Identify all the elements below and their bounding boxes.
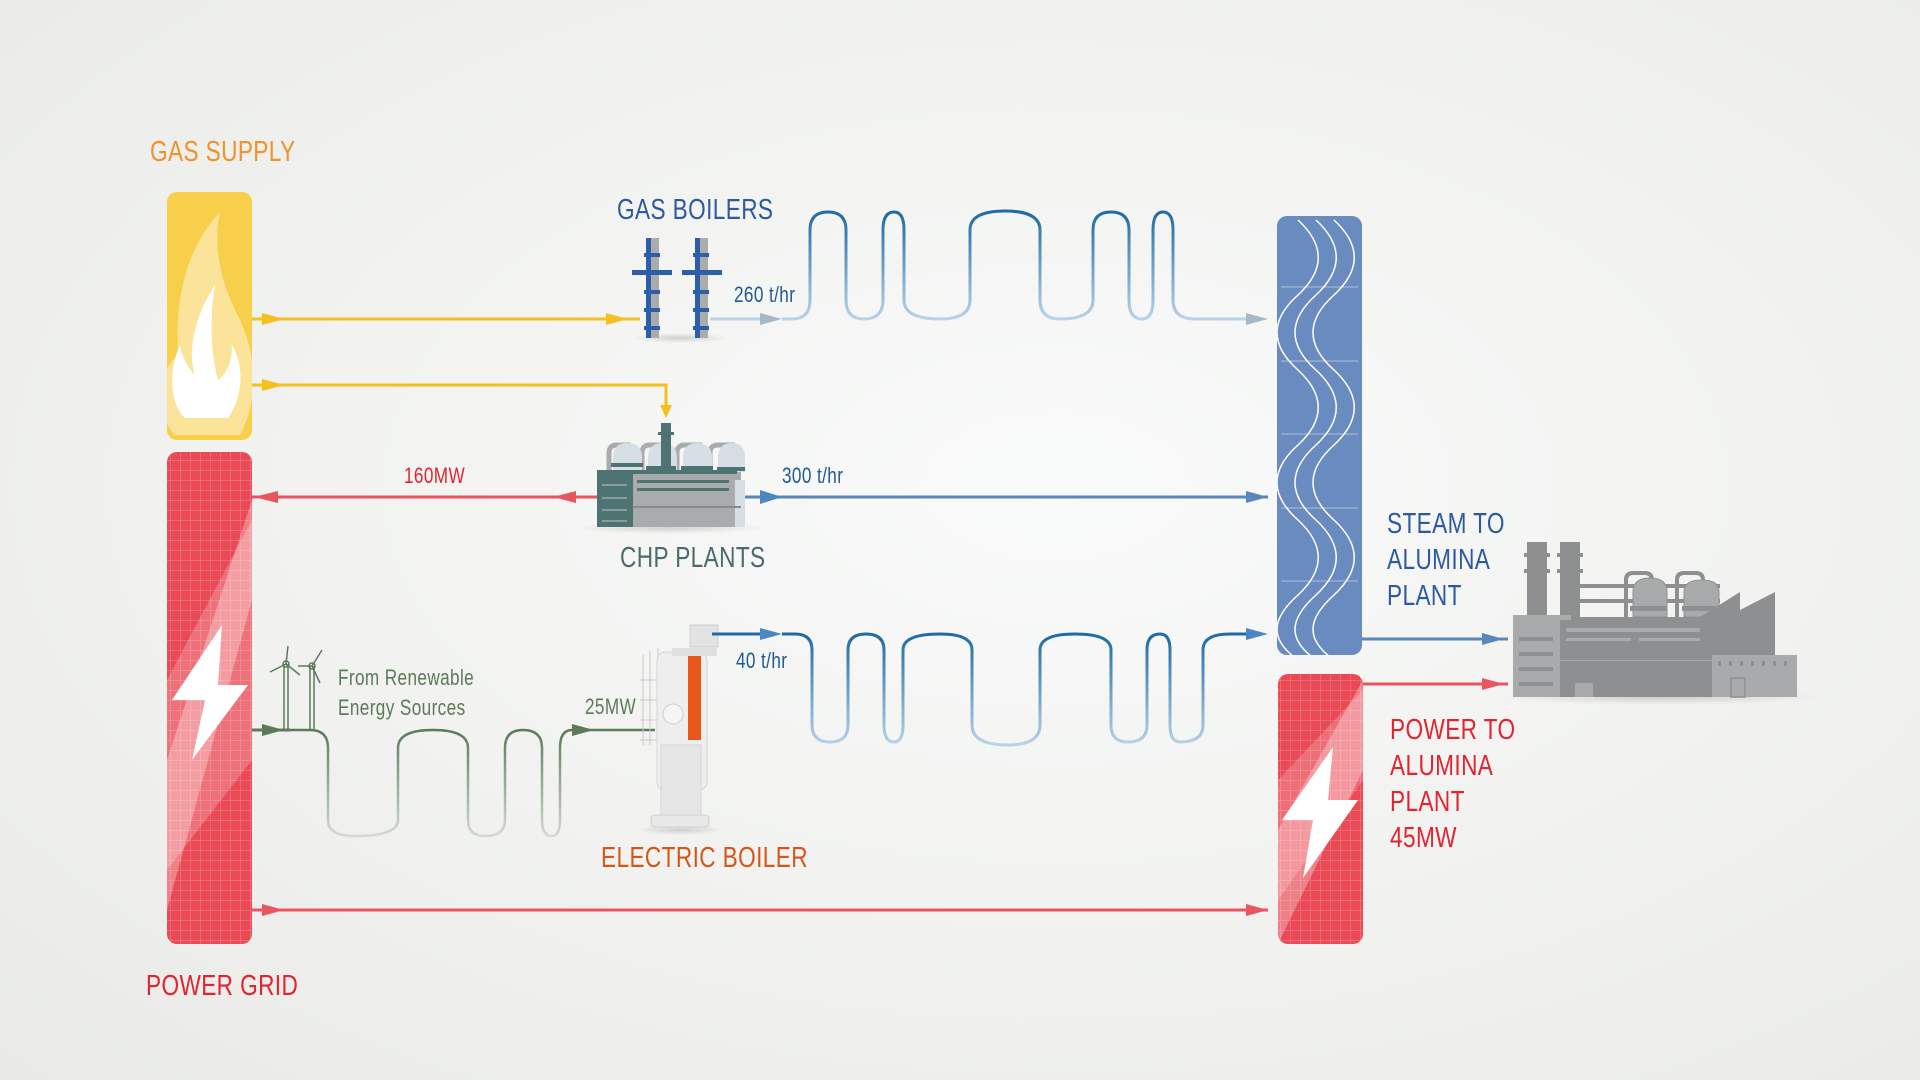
renewable-label-line1: From Renewable [338, 665, 475, 690]
power-label-line1: POWER TO [1390, 714, 1516, 746]
power-to-plant-label: POWER TO ALUMINA PLANT 45MW [1390, 712, 1551, 856]
steam-to-plant-label: STEAM TO ALUMINA PLANT [1387, 506, 1538, 614]
electric-boiler-label: ELECTRIC BOILER [601, 842, 808, 874]
gas-boilers-label: GAS BOILERS [617, 194, 774, 226]
renewable-flow-label: 25MW [585, 694, 637, 719]
chp-power-line [252, 491, 597, 503]
gas-supply-box[interactable] [160, 192, 253, 440]
gas-boiler-icon [630, 238, 730, 343]
electric-boiler-icon [635, 624, 725, 835]
factory-icon [1500, 542, 1820, 705]
steam-label-line1: STEAM TO [1387, 508, 1505, 540]
electric-boiler-steam-pipe [712, 628, 1268, 747]
renewable-power-line [252, 724, 655, 838]
flame-icon [167, 212, 252, 435]
electric-boiler-flow-label: 40 t/hr [736, 648, 788, 673]
chp-power-flow-label: 160MW [404, 463, 466, 488]
gas-boiler-steam-pipe [710, 209, 1268, 325]
steam-header-box[interactable] [1277, 216, 1362, 660]
grid-to-plant-power-line [252, 904, 1268, 916]
power-label-line3: PLANT [1390, 786, 1465, 818]
chp-steam-line [745, 490, 1268, 504]
steam-to-plant-line [1362, 633, 1508, 645]
power-to-plant-box[interactable] [1278, 674, 1363, 944]
chp-plant-icon [575, 423, 765, 534]
gas-to-boilers-line [252, 313, 640, 325]
gas-boiler-flow-label: 260 t/hr [734, 282, 796, 307]
power-grid-box[interactable] [167, 452, 252, 944]
power-to-plant-line [1363, 678, 1508, 690]
power-label-line4: 45MW [1390, 822, 1457, 854]
steam-label-line3: PLANT [1387, 580, 1462, 612]
wind-turbine-icon [269, 645, 323, 730]
renewable-label-line2: Energy Sources [338, 695, 466, 720]
power-label-line2: ALUMINA [1390, 750, 1494, 782]
steam-label-line2: ALUMINA [1387, 544, 1491, 576]
gas-to-chp-line [252, 379, 672, 418]
steam-wave-icon [1277, 219, 1358, 655]
power-grid-label: POWER GRID [146, 970, 299, 1002]
chp-plants-label: CHP PLANTS [620, 542, 766, 574]
gas-supply-label: GAS SUPPLY [150, 136, 296, 168]
chp-steam-flow-label: 300 t/hr [782, 463, 844, 488]
